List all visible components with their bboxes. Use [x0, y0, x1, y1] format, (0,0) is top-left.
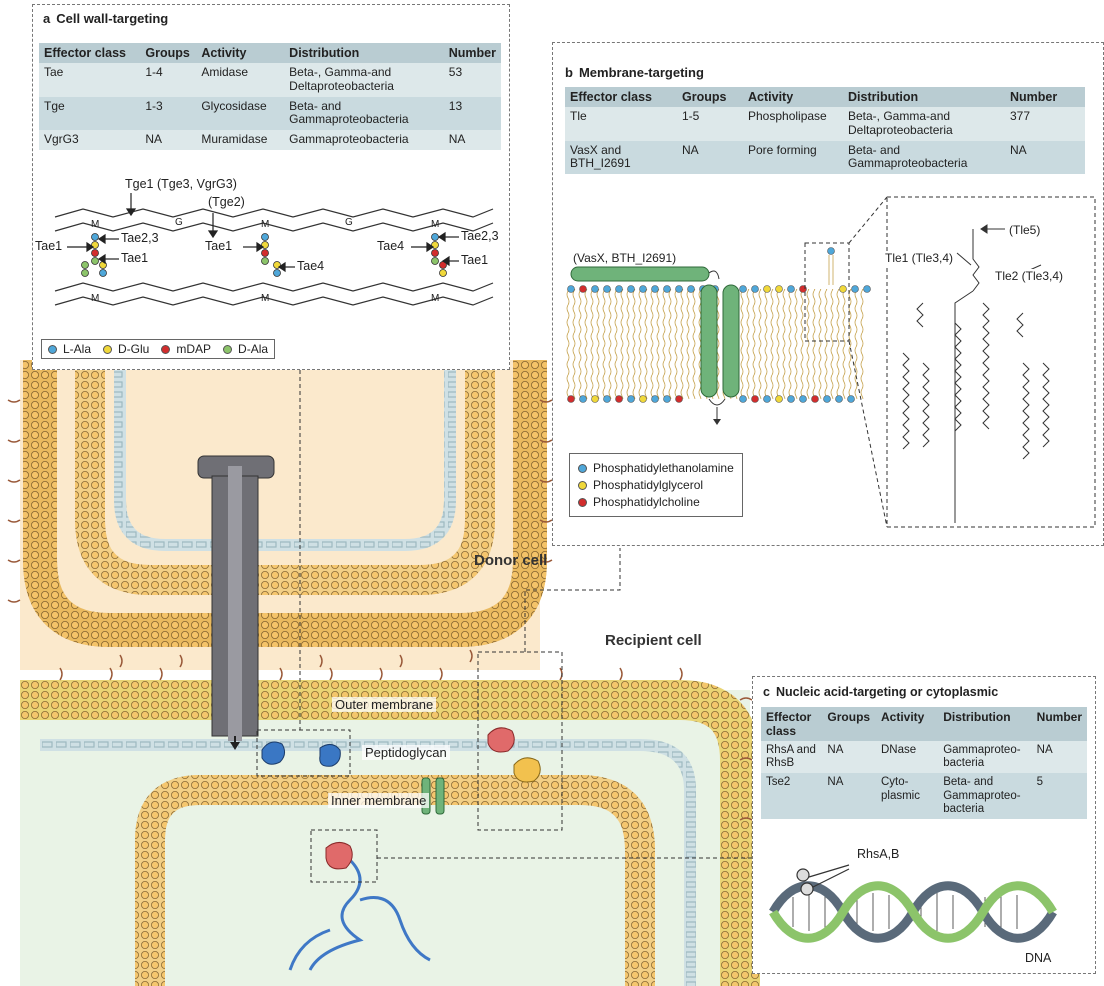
sugar-label: M [91, 293, 99, 304]
sugar-label: M [261, 219, 269, 230]
peptidoglycan-diagram: M G M G M M M M [33, 173, 509, 333]
tae23-label: Tae2,3 [461, 229, 499, 243]
sugar-label: M [431, 219, 439, 230]
col-header: Effector class [565, 87, 677, 107]
tle1-label: Tle1 (Tle3,4) [885, 251, 953, 265]
panel-a-legend: L-Ala D-Glu mDAP D-Ala [41, 339, 275, 359]
tae1-label: Tae1 [205, 239, 232, 253]
recipient-cell-label: Recipient cell [605, 632, 702, 649]
outer-membrane-label: Outer membrane [332, 697, 436, 712]
col-header: Groups [822, 707, 876, 741]
col-header: Activity [196, 43, 284, 63]
col-header: Number [444, 43, 501, 63]
col-header: Groups [140, 43, 196, 63]
tae4-label: Tae4 [377, 239, 404, 253]
tge1-label: Tge1 (Tge3, VgrG3) [125, 177, 237, 191]
col-header: Distribution [284, 43, 444, 63]
tge2-label: (Tge2) [208, 195, 245, 209]
panel-b-legend: Phosphatidylethanolamine Phosphatidylgly… [569, 453, 743, 517]
col-header: Effector class [39, 43, 140, 63]
recipient-cell [20, 668, 752, 986]
sugar-label: G [175, 217, 183, 228]
tae4-label: Tae4 [297, 259, 324, 273]
peptidoglycan-label: Peptidoglycan [362, 745, 450, 760]
tae1-label: Tae1 [35, 239, 62, 253]
sugar-label: M [431, 293, 439, 304]
tle2-label: Tle2 (Tle3,4) [995, 269, 1063, 283]
tle5-label: (Tle5) [1009, 223, 1040, 237]
col-header: Groups [677, 87, 743, 107]
sugar-label: G [345, 217, 353, 228]
col-header: Activity [743, 87, 843, 107]
panel-a-table: Effector class Groups Activity Distribut… [39, 43, 501, 150]
col-header: Number [1032, 707, 1087, 741]
sugar-label: M [91, 219, 99, 230]
vasx-label: (VasX, BTH_I2691) [573, 251, 676, 265]
col-header: Activity [876, 707, 938, 741]
sugar-label: M [261, 293, 269, 304]
tae1-label: Tae1 [461, 253, 488, 267]
col-header: Distribution [843, 87, 1005, 107]
donor-cell [8, 360, 552, 670]
tae1-label: Tae1 [121, 251, 148, 265]
donor-cell-label: Donor cell [474, 552, 547, 569]
inner-membrane-label: Inner membrane [328, 793, 429, 808]
col-header: Distribution [938, 707, 1031, 741]
col-header: Number [1005, 87, 1085, 107]
panel-c-table: Effector class Groups Activity Distribut… [761, 707, 1087, 819]
rhs-label: RhsA,B [857, 847, 899, 861]
tae23-label: Tae2,3 [121, 231, 159, 245]
col-header: Effector class [761, 707, 822, 741]
dna-label: DNA [1025, 951, 1051, 965]
panel-b-table: Effector class Groups Activity Distribut… [565, 87, 1085, 174]
